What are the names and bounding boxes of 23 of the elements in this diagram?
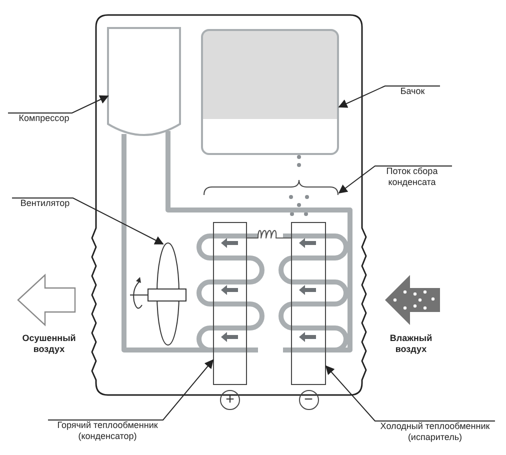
heat-exchanger	[291, 222, 326, 385]
callout-text: Поток сбора конденсата	[372, 166, 452, 190]
leader-line	[338, 86, 440, 108]
water-tank	[201, 29, 339, 155]
polarity-sign: −	[298, 390, 318, 410]
air-label: Осушенный воздух	[21, 333, 77, 355]
callout-text: Горячий теплообменник (конденсатор)	[45, 420, 170, 444]
refrigerant-pipe	[166, 131, 352, 352]
air-label: Влажный воздух	[388, 333, 434, 355]
leader-line	[48, 359, 214, 420]
capillary-coil	[246, 230, 292, 238]
leader-line	[8, 95, 109, 114]
callout-text: Бачок	[385, 86, 440, 100]
polarity-sign: +	[220, 390, 240, 410]
compressor	[108, 28, 180, 136]
callout-text: Компрессор	[8, 113, 80, 127]
callout-text: Холодный теплообменник (испаритель)	[370, 421, 500, 445]
callout-text: Вентилятор	[12, 198, 78, 212]
leader-line	[338, 166, 452, 194]
leader-line	[325, 365, 496, 422]
drip-tray-bracket	[203, 178, 339, 196]
heat-exchanger	[213, 222, 247, 385]
leader-line	[12, 198, 164, 244]
